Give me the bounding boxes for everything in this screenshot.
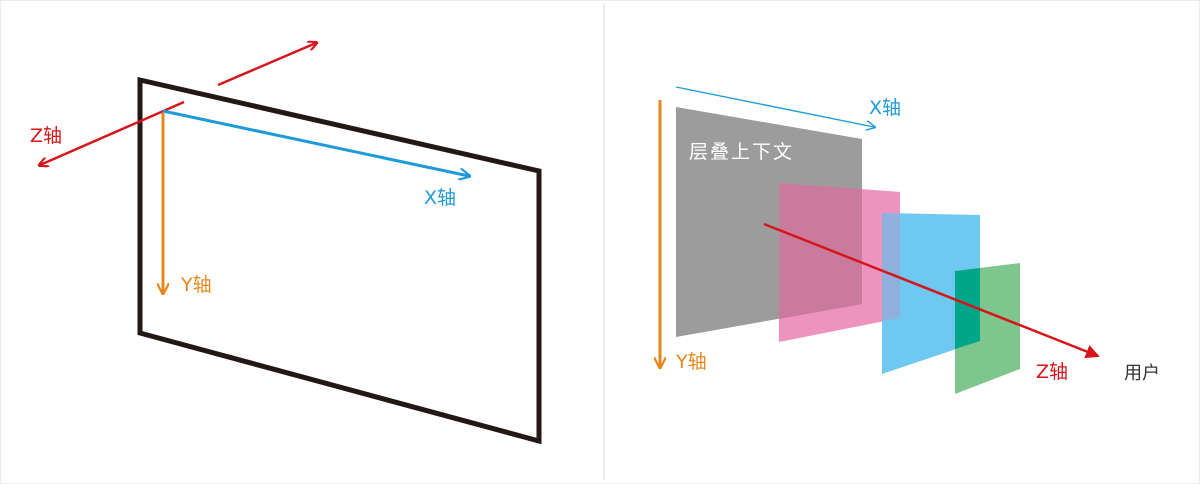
y-axis-label: Y轴 xyxy=(180,274,212,296)
left-panel: Z轴 X轴 Y轴 xyxy=(30,43,542,445)
x-axis-label: X轴 xyxy=(424,187,456,209)
x-axis xyxy=(162,109,469,176)
z-axis-back xyxy=(217,43,316,87)
screen-frame xyxy=(137,76,542,445)
x-axis-label-right: X轴 xyxy=(869,97,901,119)
user-label: 用户 xyxy=(1124,363,1160,384)
z-axis-label: Z轴 xyxy=(30,125,62,147)
z-axis-label-right: Z轴 xyxy=(1036,361,1068,383)
cyan-pink-overlap xyxy=(882,213,900,321)
green-cyan-overlap xyxy=(955,268,980,349)
x-axis-right xyxy=(675,86,874,127)
z-axis-front xyxy=(40,100,185,165)
y-axis-label-right: Y轴 xyxy=(675,351,707,373)
pink-gray-overlap xyxy=(779,183,862,319)
stacking-context-label: 层叠上下文 xyxy=(689,141,794,163)
z-axis-right xyxy=(763,222,1100,359)
right-panel: X轴 Y轴 Z轴 层叠上下文 用户 xyxy=(660,86,1160,394)
